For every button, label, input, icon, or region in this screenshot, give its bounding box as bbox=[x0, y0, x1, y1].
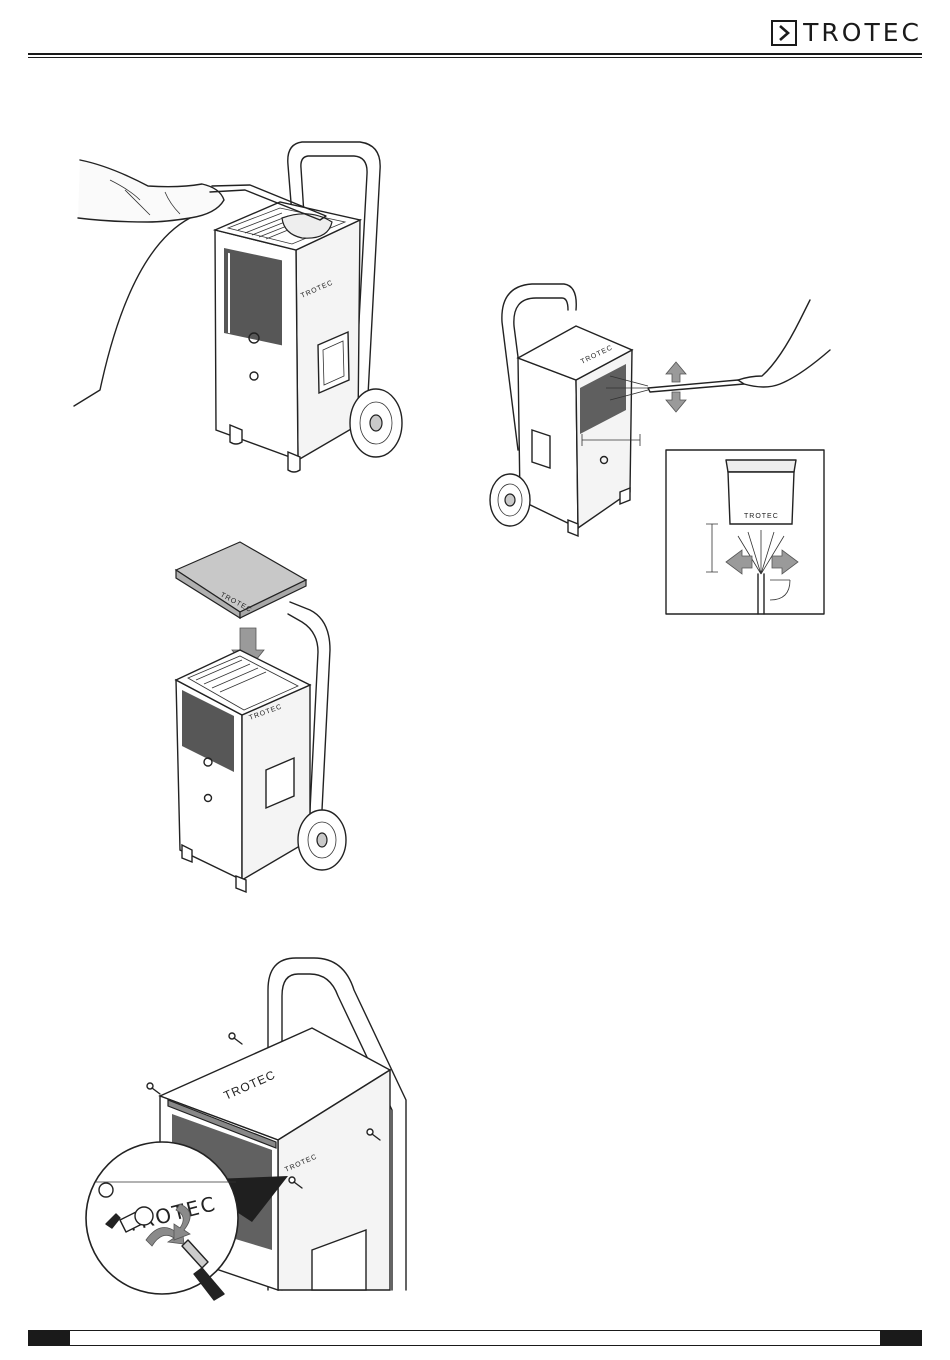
figure-compressed-air-cleaning: TROTEC bbox=[70, 130, 420, 480]
brand-logo: TROTEC bbox=[771, 20, 922, 46]
figure-cleaning-distance: TROTEC TROTEC bbox=[480, 280, 840, 620]
page-header: TROTEC bbox=[0, 0, 950, 60]
figure-replace-cover: TROTEC TROTEC bbox=[170, 540, 370, 900]
header-rule-thick bbox=[28, 53, 922, 55]
footer-left-block bbox=[28, 1330, 70, 1346]
footer-right-block bbox=[880, 1330, 922, 1346]
page-footer-bar bbox=[28, 1330, 922, 1346]
detail-device-label: TROTEC bbox=[744, 513, 779, 520]
chevron-right-icon bbox=[771, 20, 797, 46]
brand-name: TROTEC bbox=[803, 20, 922, 46]
header-rule-thin bbox=[28, 57, 922, 58]
figure-fasten-screws: TROTEC TROTEC TROTEC bbox=[76, 950, 416, 1300]
